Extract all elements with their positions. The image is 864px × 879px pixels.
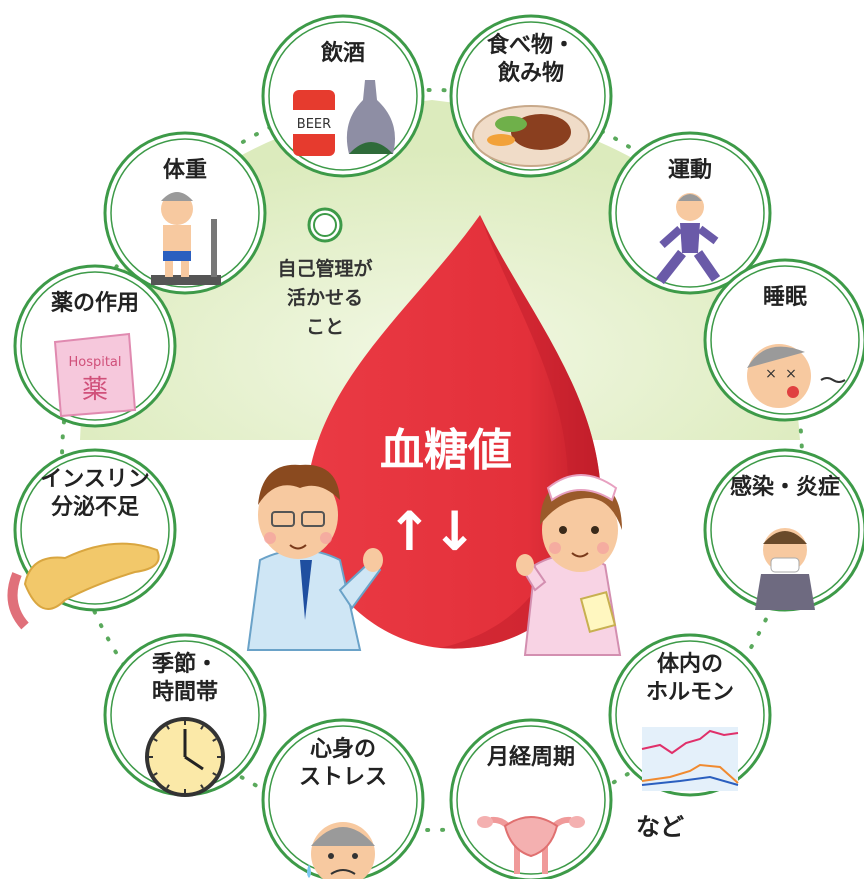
factor-label: 心身の xyxy=(310,736,376,762)
hormone-graph-icon xyxy=(641,727,739,791)
factor-label: 飲酒 xyxy=(320,40,365,66)
factor-weight: 体重 xyxy=(103,131,267,295)
center-title: 血糖値 xyxy=(380,425,512,476)
sleeping-face-icon: ×× xyxy=(747,344,846,408)
factor-label: 薬の作用 xyxy=(51,291,139,316)
self-manage-line-1: 自己管理が xyxy=(277,257,372,280)
factor-medicine: 薬の作用 Hospital 薬 xyxy=(13,264,177,428)
self-manage-line-2: 活かせる xyxy=(287,286,363,309)
factor-circle xyxy=(703,258,864,422)
factor-label: 時間帯 xyxy=(152,679,218,705)
clock-icon xyxy=(145,717,225,797)
hospital-label: Hospital xyxy=(68,355,121,370)
factor-food: 食べ物・飲み物 xyxy=(449,14,613,178)
factor-circle xyxy=(449,718,613,879)
factor-infection: 感染・炎症 xyxy=(703,448,864,612)
pancreas-icon xyxy=(7,542,160,630)
factor-label: 月経周期 xyxy=(486,744,575,770)
factor-label: 体内の xyxy=(657,652,723,677)
jogging-person-icon xyxy=(656,193,721,285)
factor-season: 季節・時間帯 xyxy=(103,633,267,797)
factor-label: 睡眠 xyxy=(763,285,807,310)
person-on-scale-icon xyxy=(151,192,221,285)
medicine-kanji-label: 薬 xyxy=(82,375,108,405)
factor-sleep: 睡眠×× xyxy=(703,258,864,422)
factor-label: 飲み物 xyxy=(497,60,564,86)
meal-plate-icon xyxy=(472,105,590,167)
factor-label: ストレス xyxy=(299,765,387,790)
nurse-illustration xyxy=(516,474,622,656)
doctor-illustration xyxy=(246,464,383,651)
sick-person-mask-icon xyxy=(755,528,815,610)
factor-label: 運動 xyxy=(668,158,712,183)
center-arrows: ↑↓ xyxy=(387,500,478,563)
factor-label: 感染・炎症 xyxy=(730,474,840,500)
uterus-icon xyxy=(477,816,585,874)
factor-menstrual: 月経周期 xyxy=(449,718,613,879)
factor-circle xyxy=(261,718,425,879)
factor-label: ホルモン xyxy=(646,680,734,705)
beer-label: BEER xyxy=(297,117,331,132)
factor-label: 季節・ xyxy=(152,651,218,677)
factor-label: 食べ物・ xyxy=(487,32,575,58)
factor-circle xyxy=(261,14,425,178)
etc-label: など xyxy=(636,813,684,841)
svg-text:×: × xyxy=(765,366,777,382)
self-manage-line-3: こと xyxy=(306,316,344,338)
factor-label: インスリン xyxy=(40,467,150,492)
svg-text:×: × xyxy=(785,366,797,382)
factor-alcohol: 飲酒 BEER xyxy=(261,14,425,178)
medicine-packet-icon: Hospital 薬 xyxy=(53,332,137,418)
factor-label: 分泌不足 xyxy=(51,494,139,520)
factor-label: 体重 xyxy=(163,158,207,183)
worried-face-icon xyxy=(307,822,375,879)
beer-and-sake-icon: BEER xyxy=(293,80,395,156)
factor-exercise: 運動 xyxy=(608,131,772,295)
